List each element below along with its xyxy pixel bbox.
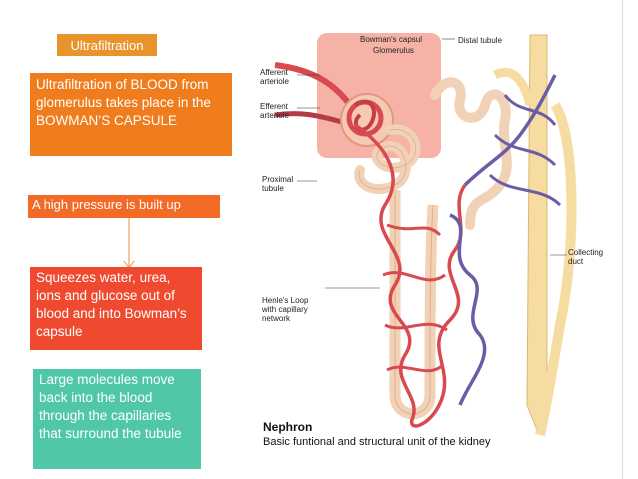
capillary-vein: [449, 74, 557, 406]
label-efferent-arteriole: Efferent arteriole: [260, 102, 289, 120]
squeezes-box: Squeezes water, urea, ions and glucose o…: [30, 267, 202, 350]
ultrafiltration-box: Ultrafiltration of BLOOD from glomerulus…: [30, 73, 232, 156]
pressure-box: A high pressure is built up: [28, 195, 220, 218]
label-henles-loop: Henle's Loop with capillary network: [262, 296, 309, 323]
distal-tubule: [430, 77, 512, 230]
squeezes-text: Squeezes water, urea, ions and glucose o…: [36, 270, 187, 339]
capillary-artery: [354, 123, 467, 428]
slide-edge-divider: [622, 0, 623, 479]
large-molecules-box: Large molecules move back into the blood…: [33, 369, 201, 469]
nephron-diagram: [274, 33, 577, 437]
pressure-text: A high pressure is built up: [32, 197, 181, 212]
diagram-caption-title: Nephron: [263, 420, 313, 434]
ultrafiltration-text: Ultrafiltration of BLOOD from glomerulus…: [36, 77, 211, 128]
label-collecting-duct: Collecting duct: [568, 248, 604, 266]
diagram-caption-subtitle: Basic funtional and structural unit of t…: [263, 436, 491, 448]
label-afferent-arteriole: Afferent arteriole: [260, 68, 289, 86]
slide-title: Ultrafiltration: [57, 34, 157, 56]
label-bowmans-capsule: Bowman's capsul: [360, 35, 422, 44]
slide-title-text: Ultrafiltration: [70, 37, 144, 53]
label-glomerulus: Glomerulus: [373, 46, 414, 55]
label-proximal-tubule: Proximal tubule: [262, 175, 294, 193]
down-arrow-icon: [123, 218, 135, 270]
label-distal-tubule: Distal tubule: [458, 36, 503, 45]
large-molecules-text: Large molecules move back into the blood…: [39, 372, 182, 441]
henles-loop: [389, 190, 439, 420]
